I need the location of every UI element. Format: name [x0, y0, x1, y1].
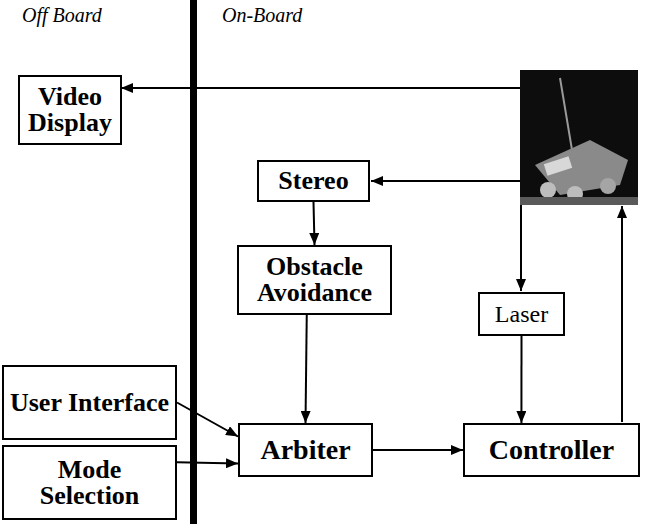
box-label: Controller [489, 436, 614, 464]
laser-feed-arrow [520, 205, 522, 291]
flow-arrow [314, 202, 315, 245]
box-label: Video Display [25, 84, 115, 136]
process-box: Video Display [18, 75, 122, 145]
flow-arrow [520, 336, 522, 423]
process-box: User Interface [2, 365, 177, 440]
process-box: Stereo [257, 160, 370, 202]
camera-feed-arrow [371, 180, 520, 182]
box-label: Laser [495, 302, 548, 326]
process-box: Arbiter [238, 423, 373, 477]
command-arrow [621, 206, 623, 422]
label-offboard: Off Board [22, 4, 102, 27]
robot-photo [520, 70, 638, 205]
flow-arrow [306, 315, 307, 423]
process-box: Mode Selection [2, 445, 177, 520]
flow-arrow [177, 403, 238, 437]
flow-arrow [177, 462, 238, 463]
video-feed-arrow [121, 87, 520, 89]
box-label: Mode Selection [9, 457, 170, 509]
label-onboard: On-Board [222, 4, 302, 27]
box-label: Stereo [278, 168, 348, 194]
process-box: Controller [463, 423, 640, 477]
board-divider [190, 0, 197, 524]
box-label: Obstacle Avoidance [244, 254, 385, 306]
box-label: User Interface [10, 390, 169, 416]
process-box: Obstacle Avoidance [237, 245, 392, 315]
process-box: Laser [478, 292, 565, 336]
flow-arrow [373, 449, 463, 451]
box-label: Arbiter [260, 436, 350, 464]
